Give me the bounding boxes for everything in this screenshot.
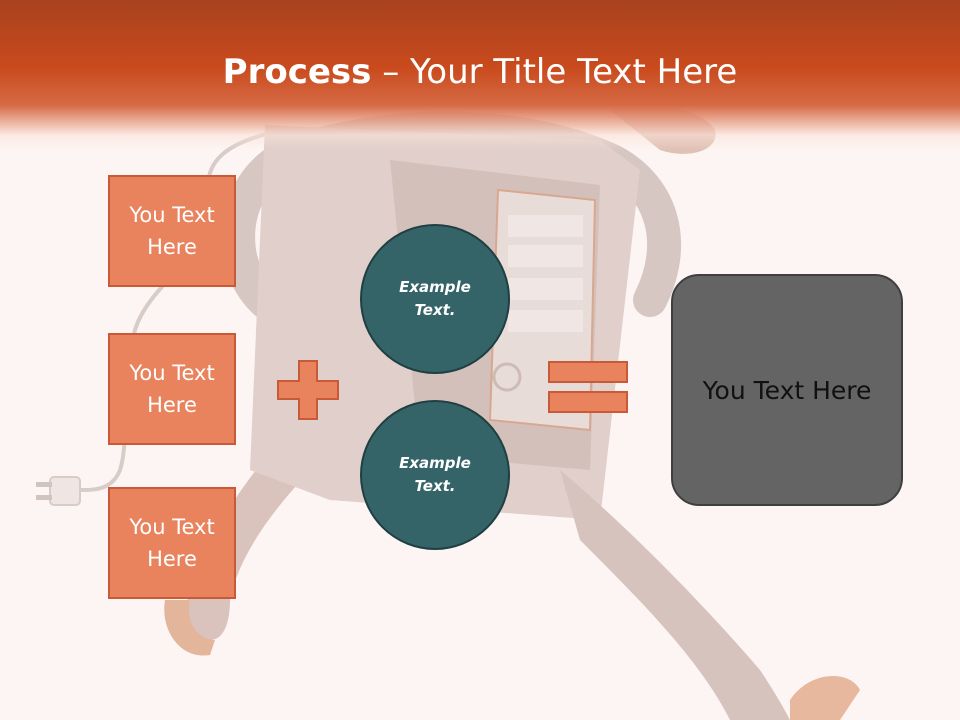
text-box-3-label: You Text Here	[129, 515, 215, 571]
text-box-2-label: You Text Here	[129, 361, 215, 417]
slide-title: Process – Your Title Text Here	[0, 52, 960, 92]
text-box-1: You Text Here	[108, 175, 236, 287]
result-box: You Text Here	[671, 274, 903, 506]
text-box-2: You Text Here	[108, 333, 236, 445]
title-bold-part: Process	[222, 52, 372, 92]
plus-icon	[277, 360, 339, 420]
equals-icon	[548, 361, 628, 413]
title-bar	[0, 0, 960, 150]
example-circle-2-label: Example Text.	[399, 454, 471, 495]
text-box-3: You Text Here	[108, 487, 236, 599]
example-circle-1: Example Text.	[360, 224, 510, 374]
example-circle-1-label: Example Text.	[399, 278, 471, 319]
title-separator: –	[371, 52, 411, 92]
example-circle-2: Example Text.	[360, 400, 510, 550]
title-rest: Your Title Text Here	[410, 52, 738, 92]
text-box-1-label: You Text Here	[129, 203, 215, 259]
result-box-label: You Text Here	[702, 375, 872, 405]
